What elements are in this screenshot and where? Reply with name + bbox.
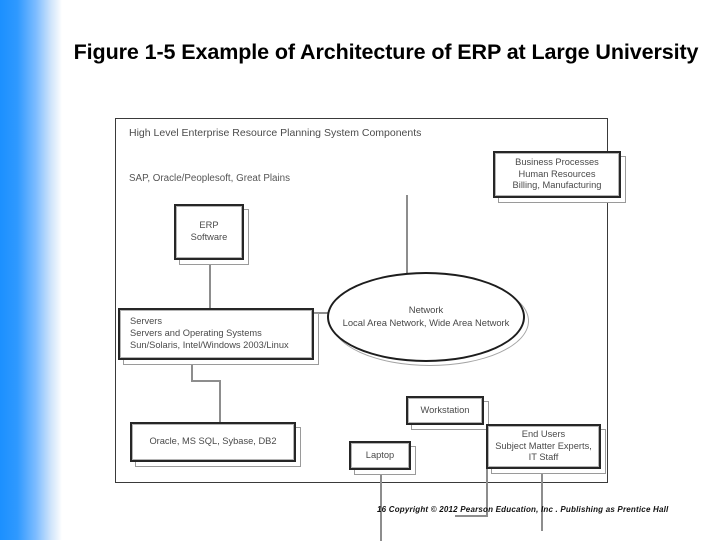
business-line-1: Business Processes (515, 156, 599, 167)
business-line-2: Human Resources (518, 168, 596, 179)
left-accent-band (0, 0, 62, 540)
node-inner: ERP Software (176, 206, 242, 258)
endusers-line-2: Subject Matter Experts, (495, 440, 592, 451)
node-erp-software[interactable]: ERP Software (174, 204, 249, 265)
endusers-line-1: End Users (521, 428, 566, 439)
node-business-processes[interactable]: Business Processes Human Resources Billi… (493, 151, 626, 203)
node-inner: End Users Subject Matter Experts, IT Sta… (488, 426, 599, 467)
connector-servers-down (191, 360, 193, 382)
servers-line-3: Sun/Solaris, Intel/Windows 2003/Linux (130, 339, 289, 350)
node-end-users[interactable]: End Users Subject Matter Experts, IT Sta… (486, 424, 606, 474)
node-label: Servers Servers and Operating Systems Su… (121, 316, 293, 352)
network-line-2: Local Area Network, Wide Area Network (342, 317, 510, 328)
node-inner: Workstation (408, 398, 482, 423)
node-inner: Servers Servers and Operating Systems Su… (120, 310, 312, 358)
connector-workstation-right (455, 515, 488, 517)
diagram-heading: High Level Enterprise Resource Planning … (129, 127, 422, 139)
node-border: Network Local Area Network, Wide Area Ne… (327, 272, 525, 362)
node-network[interactable]: Network Local Area Network, Wide Area Ne… (327, 272, 529, 366)
node-laptop[interactable]: Laptop (349, 441, 416, 475)
connector-network-to-laptop (380, 475, 382, 541)
connector-network-to-workstation (486, 467, 488, 517)
connector-servers-step (191, 380, 221, 382)
servers-line-2: Servers and Operating Systems (130, 328, 262, 339)
node-servers[interactable]: Servers Servers and Operating Systems Su… (118, 308, 319, 365)
erp-line-2: Software (190, 232, 228, 242)
node-label: Laptop (365, 449, 395, 460)
endusers-line-3: IT Staff (528, 452, 559, 463)
servers-line-1: Servers (130, 316, 163, 327)
erp-line-1: ERP (199, 220, 219, 231)
connector-business-down (406, 195, 408, 293)
node-inner: Oracle, MS SQL, Sybase, DB2 (132, 424, 294, 460)
copyright-footer: 16 Copyright © 2012 Pearson Education, I… (377, 505, 669, 514)
node-inner: Laptop (351, 443, 409, 468)
architecture-diagram: High Level Enterprise Resource Planning … (115, 118, 626, 541)
connector-step-to-database (219, 380, 221, 422)
page-title: Figure 1-5 Example of Architecture of ER… (73, 40, 699, 64)
node-label: End Users Subject Matter Experts, IT Sta… (491, 429, 596, 465)
node-database[interactable]: Oracle, MS SQL, Sybase, DB2 (130, 422, 301, 467)
node-label: Workstation (420, 404, 470, 415)
connector-network-to-endusers (541, 467, 543, 531)
node-workstation[interactable]: Workstation (406, 396, 489, 430)
node-inner: Business Processes Human Resources Billi… (495, 153, 619, 196)
diagram-subheading: SAP, Oracle/Peoplesoft, Great Plains (129, 173, 291, 184)
node-label: ERP Software (187, 220, 232, 244)
node-label: Network Local Area Network, Wide Area Ne… (343, 304, 510, 329)
business-line-3: Billing, Manufacturing (512, 180, 602, 191)
node-label: Oracle, MS SQL, Sybase, DB2 (149, 436, 277, 447)
node-label: Business Processes Human Resources Billi… (509, 157, 606, 193)
network-line-1: Network (408, 304, 444, 316)
connector-erp-to-servers (209, 260, 211, 310)
